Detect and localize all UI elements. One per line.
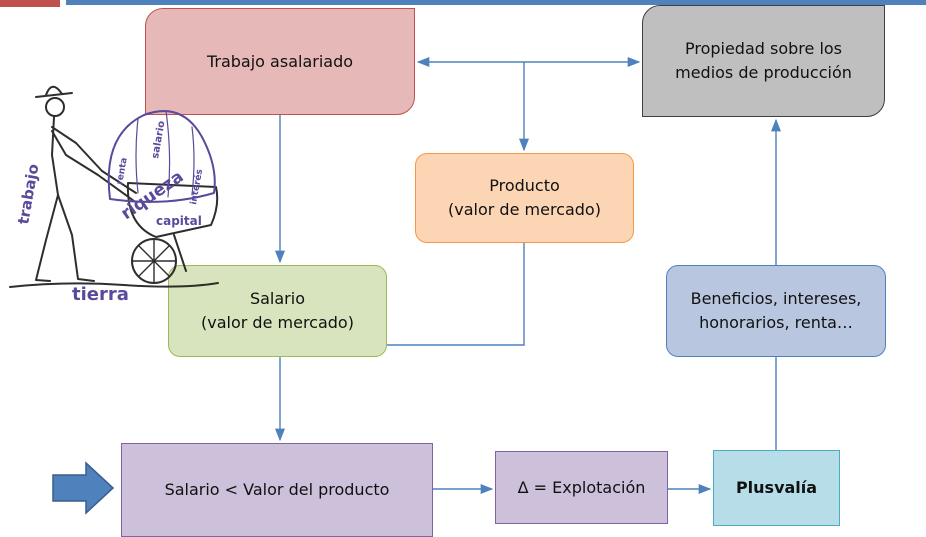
node-producto: Producto (valor de mercado) — [415, 153, 634, 243]
node-label-line-1: Propiedad sobre los — [684, 39, 843, 58]
barrow-tub — [126, 182, 219, 238]
title-rule — [66, 0, 926, 5]
node-explotacion: Δ = Explotación — [495, 451, 668, 524]
wealth-sack — [107, 110, 216, 203]
title-accent-bar — [0, 0, 60, 7]
head-icon — [45, 97, 65, 117]
connector-producto-salario — [387, 243, 525, 346]
node-label-line-2: honorarios, renta… — [699, 313, 853, 332]
node-label-line-2: medios de producción — [675, 63, 852, 82]
worker-legs — [35, 194, 95, 282]
node-label: Trabajo asalariado — [206, 51, 354, 71]
hat-icon — [35, 85, 73, 98]
label-capital: capital — [156, 214, 202, 228]
node-beneficios: Beneficios, intereses, honorarios, renta… — [666, 265, 886, 357]
right-arrow-icon — [52, 461, 114, 515]
label-tierra: tierra — [72, 284, 129, 305]
node-label: Plusvalía — [735, 478, 818, 497]
node-label: Δ = Explotación — [517, 477, 646, 497]
ground-line — [9, 282, 219, 288]
node-propiedad-medios: Propiedad sobre los medios de producción — [642, 5, 885, 117]
node-label-line-1: Beneficios, intereses, — [690, 289, 862, 308]
wheelbarrow-illustration: trabajo tierra riqueza capital renta sal… — [9, 85, 219, 305]
label-trabajo: trabajo — [14, 162, 42, 225]
label-salario: salario — [150, 120, 167, 160]
node-label-line-1: Salario — [249, 289, 305, 308]
node-label-line-2: (valor de mercado) — [448, 200, 601, 219]
node-salario: Salario (valor de mercado) — [168, 265, 387, 357]
node-label-line-1: Producto — [489, 176, 560, 195]
node-salario-menor-valor: Salario < Valor del producto — [121, 443, 433, 537]
worker-body — [51, 116, 103, 196]
node-trabajo-asalariado: Trabajo asalariado — [145, 8, 415, 115]
node-plusvalia: Plusvalía — [713, 450, 840, 526]
label-renta: renta — [115, 157, 130, 186]
node-label-line-2: (valor de mercado) — [201, 313, 354, 332]
node-label: Salario < Valor del producto — [164, 480, 390, 499]
